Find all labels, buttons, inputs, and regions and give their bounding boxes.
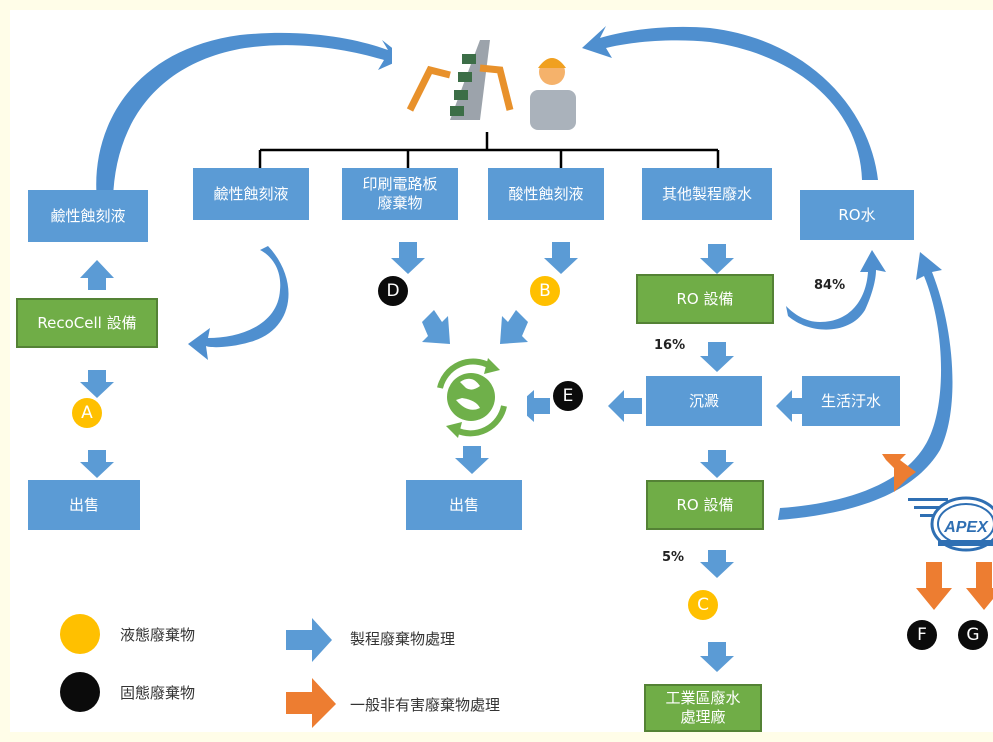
legend-blue-arrow bbox=[286, 618, 332, 662]
marker-e: E bbox=[553, 381, 583, 411]
box-ro-equipment-2: RO 設備 bbox=[646, 480, 764, 530]
arrow-up-recocell bbox=[80, 260, 114, 290]
arrow-d-to-recycle bbox=[422, 310, 450, 344]
box-sediment: 沉澱 bbox=[646, 376, 762, 426]
legend-liquid-label: 液態廢棄物 bbox=[120, 626, 196, 644]
box-alkaline-etch-top: 鹼性蝕刻液 bbox=[193, 168, 309, 220]
box-industrial-wastewater-plant: 工業區廢水 處理廠 bbox=[644, 684, 762, 732]
legend-orange-arrow bbox=[286, 678, 336, 728]
arrow-apex-to-f bbox=[916, 562, 952, 610]
box-sold-center: 出售 bbox=[406, 480, 522, 530]
factory-image bbox=[392, 30, 582, 140]
curve-rowater-to-factory bbox=[582, 26, 878, 180]
arrow-down-recocell-a bbox=[80, 370, 114, 398]
arrow-down-c bbox=[700, 642, 734, 672]
curve-ro1-to-rowater bbox=[786, 250, 886, 330]
label-16-percent: 16% bbox=[654, 338, 686, 353]
marker-f: F bbox=[907, 620, 937, 650]
box-ro-equipment-1: RO 設備 bbox=[636, 274, 774, 324]
box-alkaline-etch-left: 鹼性蝕刻液 bbox=[28, 190, 148, 242]
legend-liquid-marker bbox=[60, 614, 100, 654]
arrow-sewage-to-sediment bbox=[776, 390, 810, 422]
arrow-sediment-to-e bbox=[608, 390, 642, 422]
arrow-down-ro1 bbox=[700, 342, 734, 372]
box-domestic-sewage: 生活汙水 bbox=[802, 376, 900, 426]
box-acid-etch: 酸性蝕刻液 bbox=[488, 168, 604, 220]
arrow-down-sediment bbox=[700, 450, 734, 478]
arrow-down-other bbox=[700, 244, 734, 274]
legend-solid-label: 固態廢棄物 bbox=[120, 684, 196, 702]
box-sold-left: 出售 bbox=[28, 480, 140, 530]
curve-alkaline-to-recocell bbox=[188, 246, 289, 360]
legend-solid-marker bbox=[60, 672, 100, 712]
curve-left-to-factory bbox=[96, 32, 406, 200]
legend-process-label: 製程廢棄物處理 bbox=[350, 630, 456, 648]
marker-g: G bbox=[958, 620, 988, 650]
marker-b: B bbox=[530, 276, 560, 306]
box-recocell-equipment: RecoCell 設備 bbox=[16, 298, 158, 348]
arrow-b-to-recycle bbox=[500, 310, 528, 344]
apex-logo: APEX bbox=[908, 496, 993, 552]
box-ro-water: RO水 bbox=[800, 190, 914, 240]
arrow-down-pcb bbox=[391, 242, 425, 274]
box-pcb-waste: 印刷電路板 廢棄物 bbox=[342, 168, 458, 220]
arrow-down-a-sold bbox=[80, 450, 114, 478]
marker-d: D bbox=[378, 276, 408, 306]
marker-c: C bbox=[688, 590, 718, 620]
label-84-percent: 84% bbox=[814, 278, 846, 293]
recycle-globe-icon bbox=[415, 356, 527, 440]
arrow-down-ro2 bbox=[700, 550, 734, 578]
apex-logo-text: APEX bbox=[943, 519, 989, 536]
box-other-wastewater: 其他製程廢水 bbox=[642, 168, 772, 220]
arrow-apex-to-sewage bbox=[882, 454, 916, 492]
arrow-e-to-recycle bbox=[516, 390, 550, 422]
legend-general-label: 一般非有害廢棄物處理 bbox=[350, 696, 501, 714]
arrow-down-acid bbox=[544, 242, 578, 274]
arrow-down-recycle-sold bbox=[455, 446, 489, 474]
marker-a: A bbox=[72, 398, 102, 428]
arrow-apex-to-g bbox=[966, 562, 993, 610]
label-5-percent: 5% bbox=[662, 550, 685, 565]
